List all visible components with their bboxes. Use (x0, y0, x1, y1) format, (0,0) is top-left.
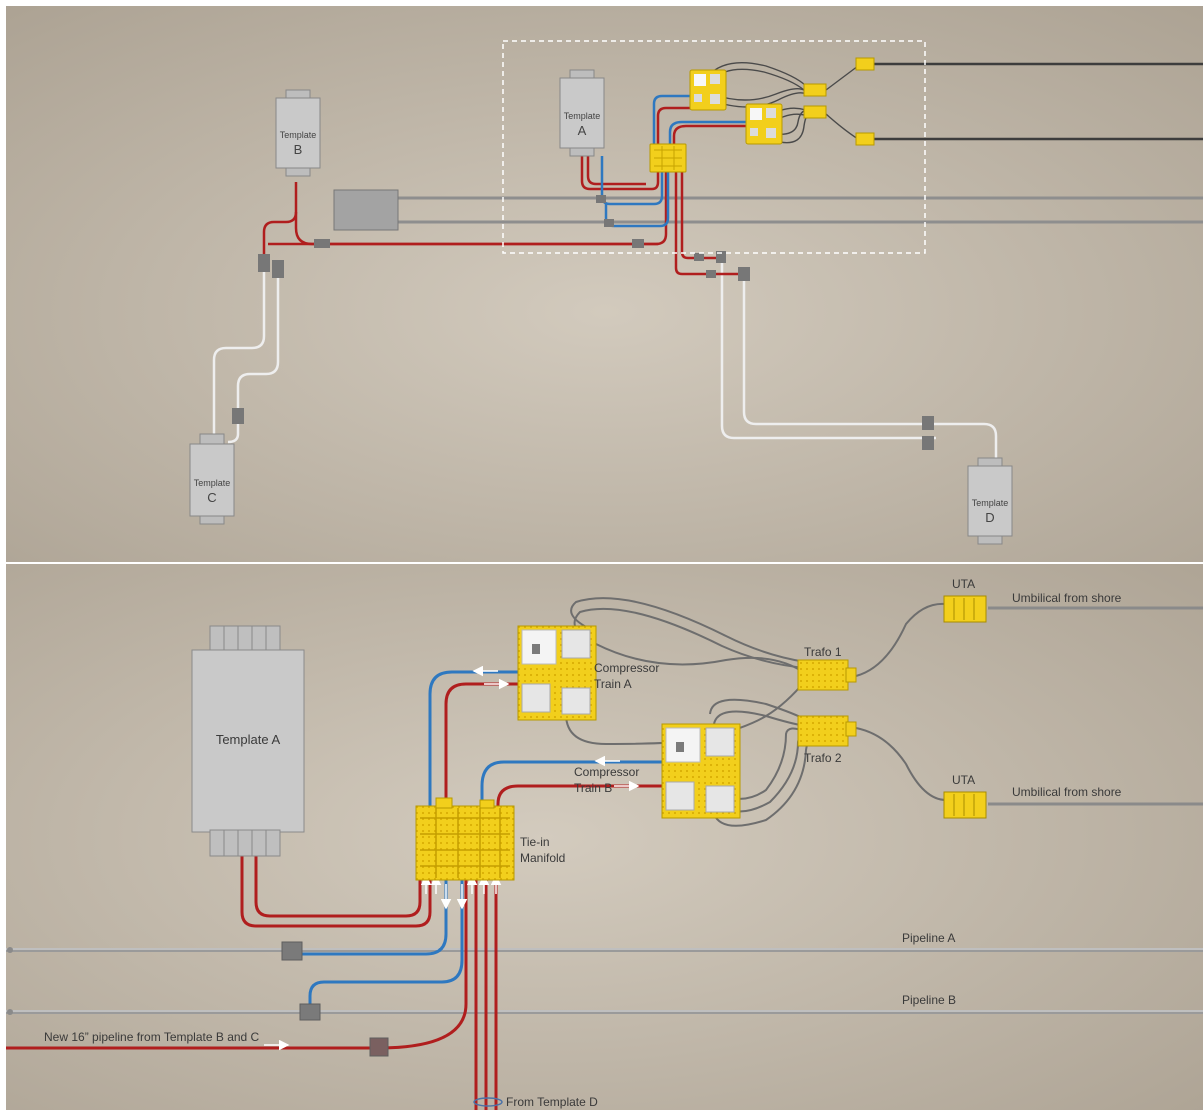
overview-pipelines (398, 196, 1203, 224)
overview-uta-2 (855, 132, 875, 146)
compressor-b-label-2: Train B (574, 781, 612, 795)
overview-template-d: Template D (967, 457, 1013, 545)
overview-template-b-word: Template (280, 130, 317, 140)
template-a: Template A (191, 625, 305, 857)
overview-uta-1 (855, 57, 875, 71)
overview-umbilicals (874, 62, 1203, 141)
trafo-1-label: Trafo 1 (804, 645, 842, 659)
overview-template-c: Template C (189, 433, 235, 525)
overview-template-c-word: Template (194, 478, 231, 488)
overview-template-b: Template B (275, 89, 321, 177)
compressor-a-label-2: Train A (594, 677, 632, 691)
overview-template-b-letter: B (294, 142, 303, 157)
umbilical-2-label: Umbilical from shore (1012, 785, 1122, 799)
template-a-label: Template A (216, 732, 281, 747)
pipeline-b-label: Pipeline B (902, 993, 956, 1007)
overview-white-flowlines (212, 261, 998, 464)
overview-template-d-letter: D (985, 510, 994, 525)
uta-1-label: UTA (952, 577, 975, 591)
new-pipeline-label: New 16” pipeline from Template B and C (44, 1030, 260, 1044)
trafo-2-label: Trafo 2 (804, 751, 842, 765)
from-template-d-marker (473, 1097, 503, 1107)
overview-trafo-1 (803, 83, 827, 97)
detail-umbilicals (988, 606, 1203, 806)
compressor-b-label-1: Compressor (574, 765, 639, 779)
overview-panel: Template A Template B Template C Templat… (6, 6, 1203, 562)
uta-2-label: UTA (952, 773, 975, 787)
manifold-label-2: Manifold (520, 851, 565, 865)
overview-template-a-letter: A (578, 123, 587, 138)
overview-template-d-word: Template (972, 498, 1009, 508)
detail-pipelines (6, 948, 1203, 1014)
svg-text:Compressor Train B: Compressor Train B (574, 765, 643, 795)
svg-text:Tie-in Manifold: Tie-in Manifold (520, 835, 565, 865)
manifold-label-1: Tie-in (520, 835, 550, 849)
trafo-1 (797, 659, 857, 691)
overview-power-cables (707, 61, 859, 144)
overview-template-a: Template A (559, 69, 605, 157)
overview-template-c-letter: C (207, 490, 216, 505)
overview-zoom-frame (502, 40, 926, 254)
detail-hot-lines (6, 682, 662, 1110)
detail-background (6, 564, 1203, 1110)
detail-panel: Template A Compressor Train A Compressor… (6, 564, 1203, 1110)
uta-1 (943, 595, 987, 623)
overview-subsea-station (333, 189, 399, 231)
uta-2 (943, 791, 987, 819)
overview-modules (649, 57, 875, 173)
overview-connectors (232, 195, 934, 450)
compressor-train-b (661, 723, 741, 819)
overview-template-a-word: Template (564, 111, 601, 121)
svg-text:Compressor Train A: Compressor Train A (594, 661, 663, 691)
from-template-d-label: From Template D (506, 1095, 598, 1109)
compressor-a-label-1: Compressor (594, 661, 659, 675)
compressor-train-a (517, 625, 597, 721)
detail-diagram: Template A Compressor Train A Compressor… (6, 564, 1203, 1110)
detail-connectors (281, 941, 389, 1057)
overview-trafo-2 (803, 105, 827, 119)
tie-in-manifold (415, 797, 515, 881)
trafo-2 (797, 715, 857, 747)
umbilical-1-label: Umbilical from shore (1012, 591, 1122, 605)
overview-hot-lines (262, 106, 754, 276)
overview-diagram: Template A Template B Template C Templat… (6, 6, 1203, 562)
pipeline-a-label: Pipeline A (902, 931, 955, 945)
